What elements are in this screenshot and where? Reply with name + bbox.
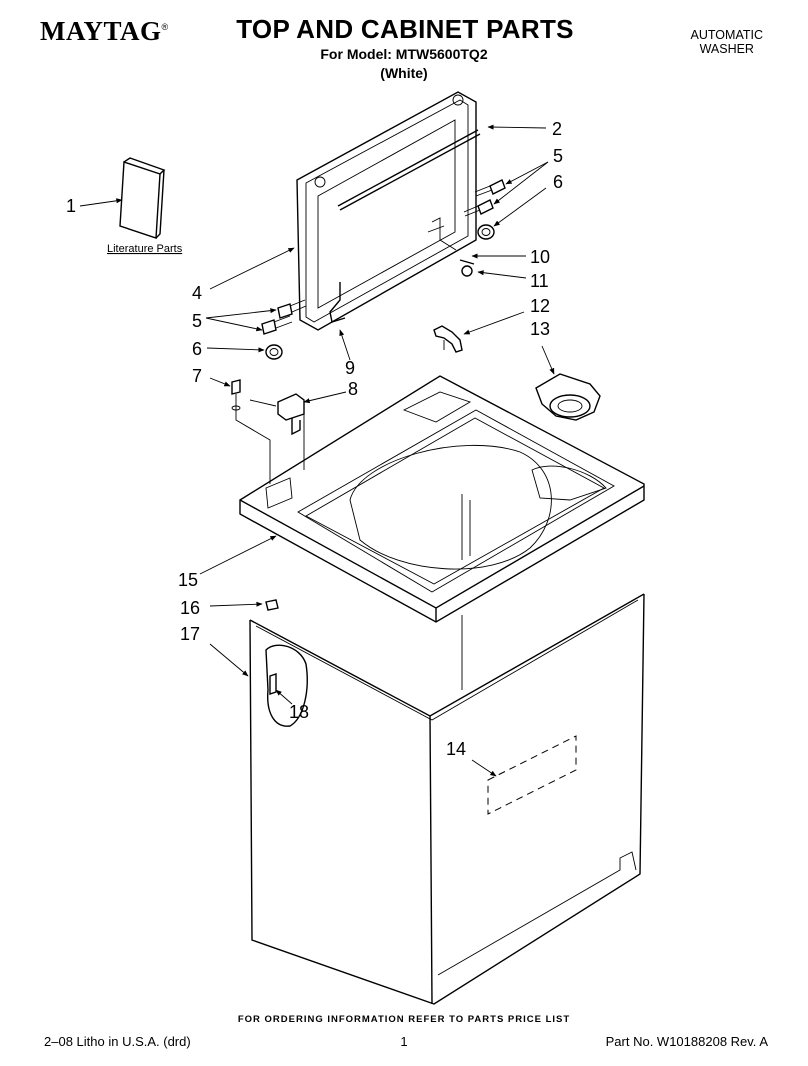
color-line: (White) bbox=[380, 65, 428, 81]
callout-14: 14 bbox=[446, 739, 466, 759]
brand-name: MAYTAG bbox=[40, 16, 162, 46]
model-line: For Model: MTW5600TQ2 bbox=[320, 46, 488, 62]
page-title-block: TOP AND CABINET PARTS For Model: MTW5600… bbox=[0, 14, 808, 81]
callout-2: 2 bbox=[552, 119, 562, 139]
callout-7: 7 bbox=[192, 366, 202, 386]
callout-13: 13 bbox=[530, 319, 550, 339]
callout-9: 9 bbox=[345, 358, 355, 378]
page-number: 1 bbox=[400, 1034, 408, 1049]
product-category: AUTOMATIC WASHER bbox=[691, 28, 763, 56]
dispenser-illustration bbox=[535, 373, 601, 421]
registered-mark: ® bbox=[161, 22, 169, 32]
lid-illustration bbox=[296, 91, 481, 331]
brand-logo: MAYTAG® bbox=[40, 16, 169, 47]
top-panel-illustration bbox=[239, 375, 645, 623]
category-line-1: AUTOMATIC bbox=[690, 28, 763, 42]
callout-6-right: 6 bbox=[553, 172, 563, 192]
callout-12: 12 bbox=[530, 296, 550, 316]
cabinet-illustration bbox=[249, 593, 645, 1005]
callout-4: 4 bbox=[192, 283, 202, 303]
callout-16: 16 bbox=[180, 598, 200, 618]
screws-left-illustration bbox=[261, 299, 307, 360]
clip-illustration bbox=[433, 325, 463, 353]
callout-5-left: 5 bbox=[192, 311, 202, 331]
category-line-2: WASHER bbox=[699, 42, 754, 56]
page-title: TOP AND CABINET PARTS bbox=[236, 14, 574, 44]
callout-18: 18 bbox=[289, 702, 309, 722]
literature-parts-illustration bbox=[119, 157, 166, 239]
ordering-note: FOR ORDERING INFORMATION REFER TO PARTS … bbox=[237, 1014, 571, 1025]
callout-6-left: 6 bbox=[192, 339, 202, 359]
callout-10: 10 bbox=[530, 247, 550, 267]
label-location-outline bbox=[487, 735, 577, 815]
callout-15: 15 bbox=[178, 570, 198, 590]
screws-right-illustration bbox=[459, 179, 506, 277]
callout-17: 17 bbox=[180, 624, 200, 644]
part-number: Part No. W10188208 Rev. A bbox=[605, 1034, 768, 1049]
litho-note: 2–08 Litho in U.S.A. (drd) bbox=[44, 1034, 191, 1049]
leader-lines bbox=[79, 124, 555, 777]
callout-8: 8 bbox=[348, 379, 358, 399]
literature-parts-label: Literature Parts bbox=[107, 243, 183, 255]
callout-1: 1 bbox=[66, 196, 76, 216]
callout-11: 11 bbox=[530, 271, 549, 291]
callout-5-right: 5 bbox=[553, 146, 563, 166]
callout-numbers: 1 2 4 5 5 6 6 7 8 9 10 11 12 13 14 15 16… bbox=[66, 119, 563, 759]
lid-switch-illustration bbox=[231, 379, 305, 484]
